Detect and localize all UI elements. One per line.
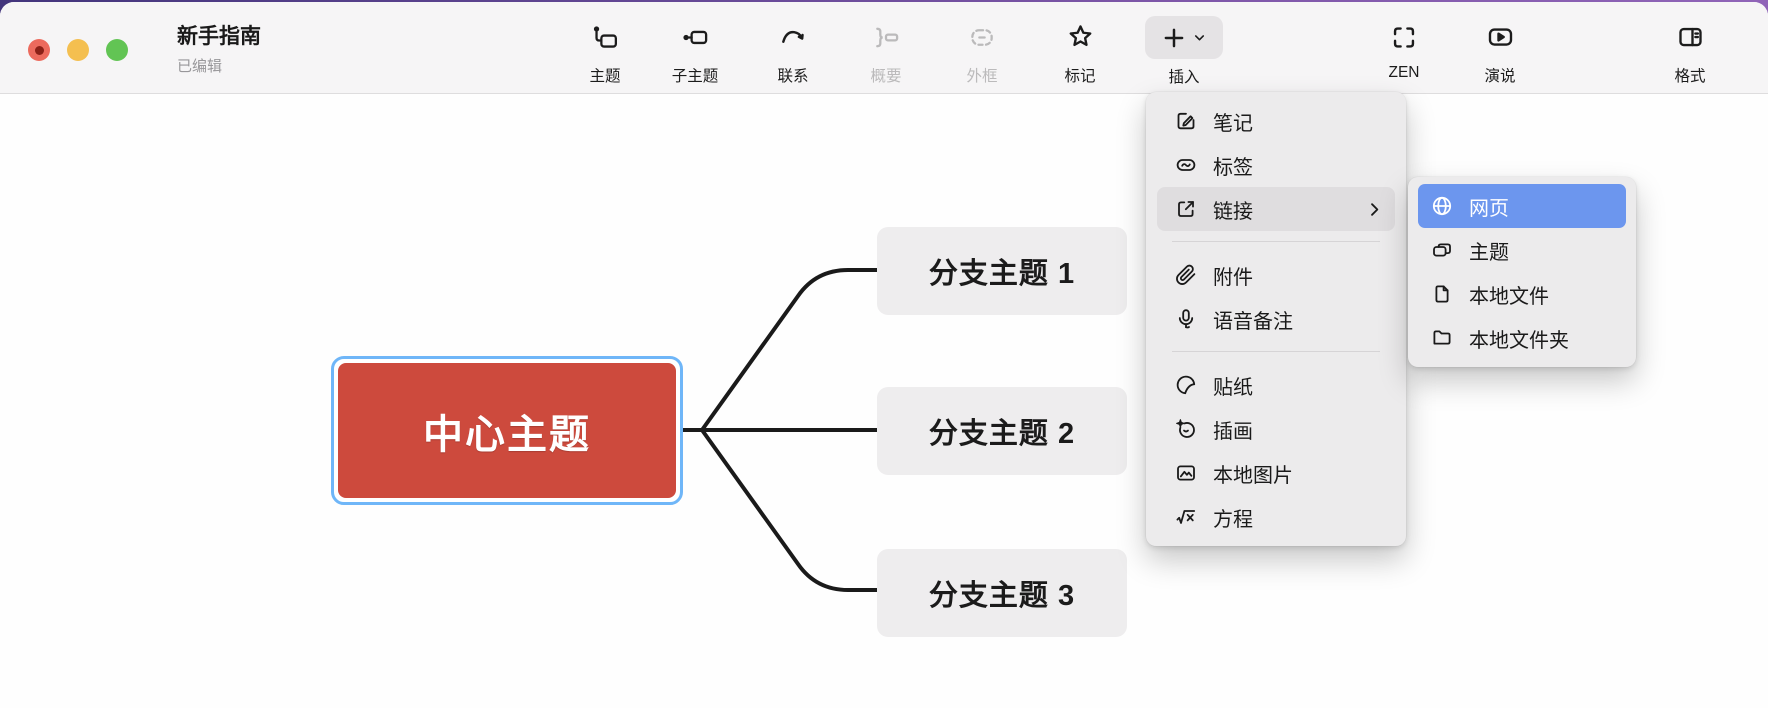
chevron-down-icon [1192,30,1207,45]
link-icon [1174,197,1198,221]
unsaved-dot-icon [34,45,44,55]
menu-item-note[interactable]: 笔记 [1157,99,1395,143]
menu-separator [1172,241,1380,242]
central-topic-selection-ring: 中心主题 [331,356,683,505]
file-icon [1430,282,1454,306]
menu-item-tag[interactable]: 标签 [1157,143,1395,187]
equation-icon [1174,505,1198,529]
titlebar: 新手指南 已编辑 主题 子主题 [0,2,1768,94]
connector-branch-1 [700,268,879,432]
menu-separator [1172,351,1380,352]
insert-menu: 笔记 标签 链接 [1146,92,1406,546]
menu-item-illustration[interactable]: 插画 [1157,407,1395,451]
link-submenu: 网页 主题 本地文件 [1408,177,1636,367]
insert-pill[interactable] [1145,16,1223,59]
minimize-button[interactable] [67,39,89,61]
toolbar-marker-button[interactable]: 标记 [1064,16,1096,86]
toolbar-format-button[interactable]: 格式 [1674,16,1706,86]
toolbar-summary-button: 概要 [870,16,902,86]
toolbar-zen-button[interactable]: ZEN [1389,16,1420,82]
branch-topic-node[interactable]: 分支主题 1 [877,227,1127,315]
illustration-icon [1174,417,1198,441]
branch-topic-node[interactable]: 分支主题 2 [877,387,1127,475]
tag-icon [1174,153,1198,177]
menu-item-local-image[interactable]: 本地图片 [1157,451,1395,495]
image-icon [1174,461,1198,485]
linked-topic-icon [1430,238,1454,262]
toolbar-insert-button[interactable]: 插入 [1145,16,1223,87]
submenu-chevron-icon [1366,201,1383,218]
document-state: 已编辑 [177,58,223,75]
subtopic-icon [680,16,709,58]
connector-branch-3 [700,428,879,592]
folder-icon [1430,326,1454,350]
menu-item-audio-note[interactable]: 语音备注 [1157,297,1395,341]
summary-icon [871,16,900,58]
submenu-item-local-file[interactable]: 本地文件 [1418,272,1626,316]
menu-item-sticker[interactable]: 贴纸 [1157,363,1395,407]
marker-icon [1065,16,1095,58]
relationship-icon [778,16,807,58]
branch-topic-node[interactable]: 分支主题 3 [877,549,1127,637]
submenu-item-topic[interactable]: 主题 [1418,228,1626,272]
toolbar-topic-button[interactable]: 主题 [589,16,621,86]
note-icon [1174,109,1198,133]
sticker-icon [1174,373,1198,397]
toolbar-relationship-button[interactable]: 联系 [777,16,809,86]
topic-icon [590,16,619,58]
toolbar-subtopic-button[interactable]: 子主题 [672,16,718,86]
submenu-item-local-folder[interactable]: 本地文件夹 [1418,316,1626,360]
toolbar-presentation-button[interactable]: 演说 [1484,16,1516,86]
zoom-button[interactable] [106,39,128,61]
microphone-icon [1174,307,1198,331]
toolbar-boundary-button: 外框 [966,16,998,86]
submenu-item-webpage[interactable]: 网页 [1418,184,1626,228]
central-topic-node[interactable]: 中心主题 [338,363,676,498]
format-icon [1675,16,1705,58]
zen-icon [1390,16,1419,58]
close-button[interactable] [28,39,50,61]
presentation-icon [1485,16,1515,58]
document-title: 新手指南 [177,25,261,48]
menu-item-equation[interactable]: 方程 [1157,495,1395,539]
paperclip-icon [1174,263,1198,287]
globe-icon [1430,194,1454,218]
plus-icon [1161,25,1187,51]
boundary-icon [967,16,996,58]
menu-item-attachment[interactable]: 附件 [1157,253,1395,297]
menu-item-link[interactable]: 链接 [1157,187,1395,231]
